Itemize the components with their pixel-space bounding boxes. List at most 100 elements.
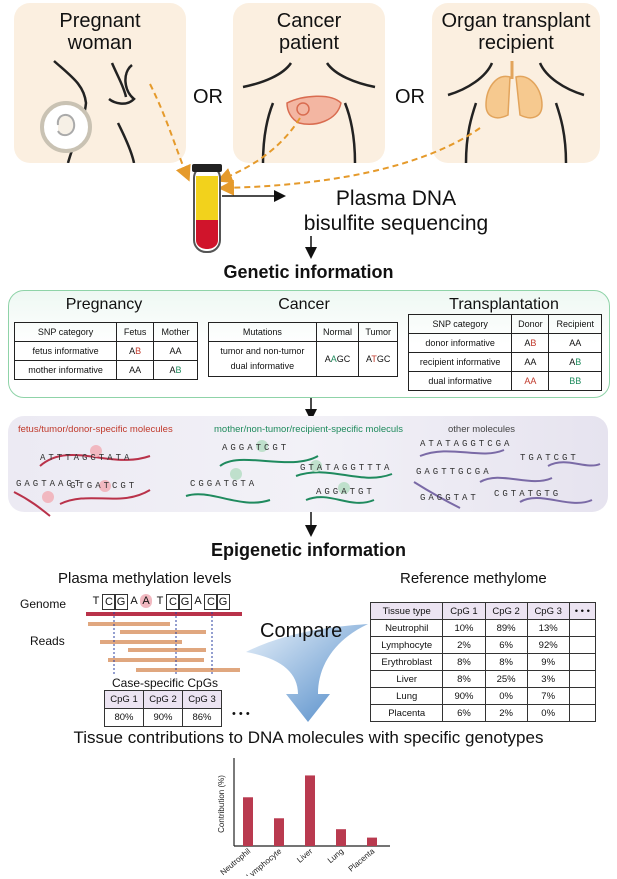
cell (568, 670, 597, 688)
cell: 86% (182, 708, 222, 727)
arrow-transplant (218, 127, 481, 196)
base: G (178, 594, 192, 610)
allele-letter: C (383, 354, 391, 364)
genotype: AB (569, 357, 581, 367)
transplant-recipient-card: Organ transplant recipient (432, 3, 600, 163)
genotype: AB (129, 346, 141, 356)
pregnant-woman-card: Pregnant woman (14, 3, 186, 163)
y-axis-label: Contribution (%) (217, 775, 226, 833)
compare-label: Compare (260, 620, 343, 642)
svg-text:ATATAGGTCGA: ATATAGGTCGA (420, 439, 512, 449)
bar-lung (336, 829, 346, 846)
cancer-title: Cancer (278, 296, 330, 313)
cell: Lung (369, 687, 444, 705)
allele-letter: A (569, 357, 576, 367)
cell: 90% (442, 687, 486, 705)
cell: 8% (442, 653, 486, 671)
cell (568, 704, 597, 722)
cell: 25% (484, 670, 528, 688)
cell: 8% (484, 653, 528, 671)
allele-letter: A (524, 338, 531, 348)
cell (568, 619, 597, 637)
cell: 8% (442, 670, 486, 688)
cell: Placenta (369, 704, 444, 722)
result-title: Tissue contributions to DNA molecules wi… (73, 728, 544, 747)
cell: 13% (526, 619, 570, 637)
svg-text:AGGATGT: AGGATGT (316, 487, 375, 497)
allele-letter: A (129, 346, 136, 356)
cell: 90% (143, 708, 183, 727)
cell (568, 653, 597, 671)
col-header: CpG 1 (442, 602, 486, 620)
genotype: BB (569, 376, 581, 386)
svg-text:GAGTAAGT: GAGTAAGT (16, 479, 83, 489)
cell: 0% (484, 687, 528, 705)
cell: 2% (484, 704, 528, 722)
cell (568, 687, 597, 705)
reference-table: Tissue type CpG 1 CpG 2 CpG 3 • • • Neut… (369, 602, 597, 722)
base: T (156, 595, 164, 607)
allele-letter: A (365, 354, 372, 364)
allele-letter: C (343, 354, 351, 364)
cell: 6% (484, 636, 528, 654)
allele-letter: G (336, 354, 344, 364)
cell: mother informative (13, 360, 118, 380)
epigenetic-heading: Epigenetic information (210, 540, 406, 560)
col-header: Mother (153, 322, 198, 342)
cell: 9% (526, 653, 570, 671)
cell: 2% (442, 636, 486, 654)
plasma-title: Plasma methylation levels (58, 570, 232, 587)
arrow-cancer (216, 117, 301, 183)
col-header: • • • (568, 602, 597, 620)
base-highlight: A (140, 594, 152, 608)
cell: AAGC (315, 341, 360, 377)
base: T (92, 595, 100, 607)
bar-liver (305, 775, 315, 846)
cell: 3% (526, 670, 570, 688)
col-header: Tissue type (369, 602, 444, 620)
col-header: CpG 2 (484, 602, 528, 620)
arrow-pregnant (149, 83, 191, 182)
cell (568, 636, 597, 654)
svg-text:CGGATGTA: CGGATGTA (190, 479, 257, 489)
transplant-table: SNP category Donor Recipient donor infor… (407, 314, 602, 391)
cancer-patient-card: Cancer patient (233, 3, 385, 163)
molecules-group3-label: other molecules (448, 424, 516, 435)
cell: ATGC (358, 341, 398, 377)
blood-tube-icon (192, 164, 222, 253)
allele-letter: T (371, 354, 377, 364)
reads-label: Reads (30, 634, 65, 648)
pregnant-woman-title: Pregnant woman (59, 10, 141, 54)
cell: AA (511, 371, 550, 391)
allele-letter: G (376, 354, 384, 364)
allele-letter: A (530, 376, 537, 386)
base: G (114, 594, 128, 610)
reference-title: Reference methylome (400, 570, 547, 587)
svg-text:GTATAGGTTTA: GTATAGGTTTA (300, 463, 392, 473)
base: C (102, 594, 116, 610)
x-tick-label: Lung (326, 847, 345, 865)
transplant-recipient-title: Organ transplant recipient (441, 10, 591, 54)
base: A (194, 595, 202, 607)
allele-letter: B (575, 357, 582, 367)
svg-text:GAGTTGCGA: GAGTTGCGA (416, 467, 492, 477)
pregnancy-title: Pregnancy (65, 296, 143, 313)
genome-sequence: T C G A A T C G A C G (90, 594, 230, 610)
pregnancy-table: SNP category Fetus Mother fetus informat… (13, 322, 198, 380)
or-label-2: OR (395, 86, 425, 108)
case-specific-title: Case-specific CpGs (112, 676, 219, 690)
cell: Liver (369, 670, 444, 688)
cell: BB (548, 371, 602, 391)
cancer-table: Mutations Normal Tumor tumor and non-tum… (208, 322, 398, 377)
molecules-group2-label: mother/non-tumor/recipient-specific mole… (214, 424, 404, 435)
genotype: AB (524, 338, 536, 348)
cell: 6% (442, 704, 486, 722)
svg-text:GTGATCGT: GTGATCGT (70, 481, 137, 491)
genotype: AB (170, 365, 182, 375)
cell: Lymphocyte (369, 636, 444, 654)
genotype: AAGC (325, 354, 351, 364)
cell: 7% (526, 687, 570, 705)
ellipsis: • • • (232, 708, 250, 720)
bar-neutrophil (243, 797, 253, 846)
